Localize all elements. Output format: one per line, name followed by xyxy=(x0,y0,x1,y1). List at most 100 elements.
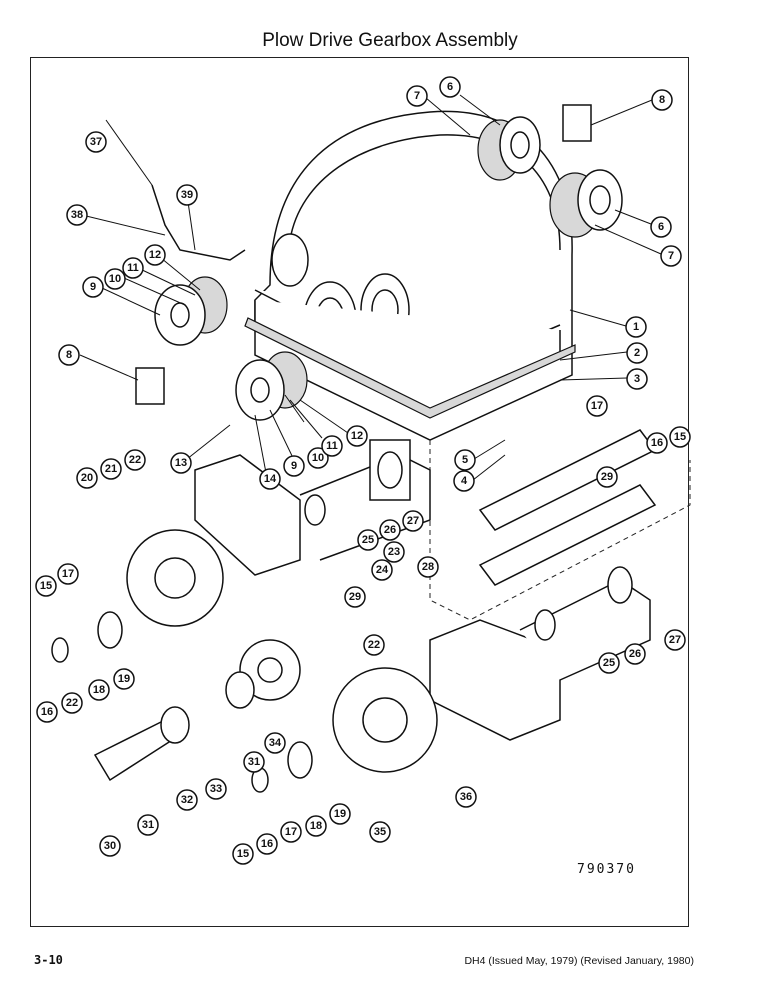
callout-14: 14 xyxy=(259,468,281,490)
bearing-cap-right xyxy=(549,169,623,238)
callout-10-left: 10 xyxy=(104,268,126,290)
svg-text:36: 36 xyxy=(460,791,472,803)
page-number: 3-10 xyxy=(34,953,63,967)
svg-text:2: 2 xyxy=(634,347,640,359)
callout-39: 39 xyxy=(176,184,198,206)
svg-text:37: 37 xyxy=(90,136,102,148)
callout-15-bottom: 15 xyxy=(232,843,254,865)
pinion-assembly xyxy=(93,639,301,782)
callout-31-right: 31 xyxy=(243,751,265,773)
bearing-cap-top xyxy=(477,116,541,181)
svg-text:17: 17 xyxy=(591,400,603,412)
callout-19-left: 19 xyxy=(113,668,135,690)
callout-17-left: 17 xyxy=(57,563,79,585)
svg-text:9: 9 xyxy=(90,281,96,293)
callout-23: 23 xyxy=(383,541,405,563)
svg-text:12: 12 xyxy=(149,249,161,261)
callout-12-left: 12 xyxy=(144,244,166,266)
svg-text:25: 25 xyxy=(362,534,374,546)
rollers xyxy=(478,429,657,586)
gearbox-housing xyxy=(254,110,573,441)
svg-text:29: 29 xyxy=(349,591,361,603)
svg-text:15: 15 xyxy=(674,431,686,443)
svg-text:6: 6 xyxy=(447,81,453,93)
svg-text:10: 10 xyxy=(109,273,121,285)
callout-18-bottom: 18 xyxy=(305,815,327,837)
callout-8-left: 8 xyxy=(58,344,80,366)
svg-text:18: 18 xyxy=(310,820,322,832)
svg-text:14: 14 xyxy=(264,473,277,485)
bearings xyxy=(51,451,633,793)
callout-29-lower: 29 xyxy=(344,586,366,608)
callout-26-upper: 26 xyxy=(379,519,401,541)
callout-15-left: 15 xyxy=(35,575,57,597)
callout-31-left: 31 xyxy=(137,814,159,836)
svg-text:29: 29 xyxy=(601,471,613,483)
callout-19-bottom: 19 xyxy=(329,803,351,825)
svg-text:34: 34 xyxy=(269,737,282,749)
callout-33: 33 xyxy=(205,778,227,800)
svg-text:8: 8 xyxy=(66,349,72,361)
callout-9-lower: 9 xyxy=(283,455,305,477)
callout-22-middle: 22 xyxy=(363,634,385,656)
svg-text:30: 30 xyxy=(104,840,116,852)
callout-22-upper: 22 xyxy=(124,449,146,471)
svg-text:6: 6 xyxy=(658,221,664,233)
callout-7-right: 7 xyxy=(660,245,682,267)
callout-17-right-top: 17 xyxy=(586,395,608,417)
svg-text:12: 12 xyxy=(351,430,363,442)
svg-text:16: 16 xyxy=(41,706,53,718)
svg-text:17: 17 xyxy=(285,826,297,838)
callout-8-top: 8 xyxy=(651,89,673,111)
callout-26-lower: 26 xyxy=(624,643,646,665)
grease-fitting-top xyxy=(562,104,592,142)
svg-text:3: 3 xyxy=(634,373,640,385)
callout-10-lower: 10 xyxy=(307,447,329,469)
lower-crank-assembly xyxy=(332,579,651,773)
svg-text:38: 38 xyxy=(71,209,83,221)
svg-text:35: 35 xyxy=(374,826,386,838)
svg-text:10: 10 xyxy=(312,452,324,464)
callout-20: 20 xyxy=(76,467,98,489)
callout-21: 21 xyxy=(100,458,122,480)
svg-text:19: 19 xyxy=(334,808,346,820)
svg-text:13: 13 xyxy=(175,457,187,469)
svg-text:23: 23 xyxy=(388,546,400,558)
callout-9-left: 9 xyxy=(82,276,104,298)
callout-35: 35 xyxy=(369,821,391,843)
svg-text:22: 22 xyxy=(368,639,380,651)
gasket xyxy=(244,317,576,419)
callout-37: 37 xyxy=(85,131,107,153)
svg-text:8: 8 xyxy=(659,94,665,106)
callout-22-left: 22 xyxy=(61,692,83,714)
callout-32: 32 xyxy=(176,789,198,811)
callout-markers: 1 2 3 4 5 6 6 7 7 8 8 9 9 10 10 11 11 12… xyxy=(35,76,691,865)
callout-2: 2 xyxy=(626,342,648,364)
callout-27-lower: 27 xyxy=(664,629,686,651)
svg-text:15: 15 xyxy=(237,848,249,860)
svg-text:7: 7 xyxy=(414,90,420,102)
callout-29-upper: 29 xyxy=(596,466,618,488)
svg-text:28: 28 xyxy=(422,561,434,573)
callout-28: 28 xyxy=(417,556,439,578)
svg-text:33: 33 xyxy=(210,783,222,795)
callout-12-lower: 12 xyxy=(346,425,368,447)
callout-16-bottom: 16 xyxy=(256,833,278,855)
svg-text:15: 15 xyxy=(40,580,52,592)
callout-1: 1 xyxy=(625,316,647,338)
svg-text:1: 1 xyxy=(633,321,639,333)
callout-4: 4 xyxy=(453,470,475,492)
svg-text:16: 16 xyxy=(261,838,273,850)
svg-text:24: 24 xyxy=(376,564,389,576)
svg-text:9: 9 xyxy=(291,460,297,472)
callout-6-top: 6 xyxy=(439,76,461,98)
callout-3: 3 xyxy=(626,368,648,390)
callout-17-bottom: 17 xyxy=(280,821,302,843)
svg-text:22: 22 xyxy=(129,454,141,466)
svg-text:11: 11 xyxy=(326,440,338,452)
diagram-frame xyxy=(30,57,689,927)
callout-27-upper: 27 xyxy=(402,510,424,532)
svg-text:31: 31 xyxy=(248,756,260,768)
svg-text:19: 19 xyxy=(118,673,130,685)
